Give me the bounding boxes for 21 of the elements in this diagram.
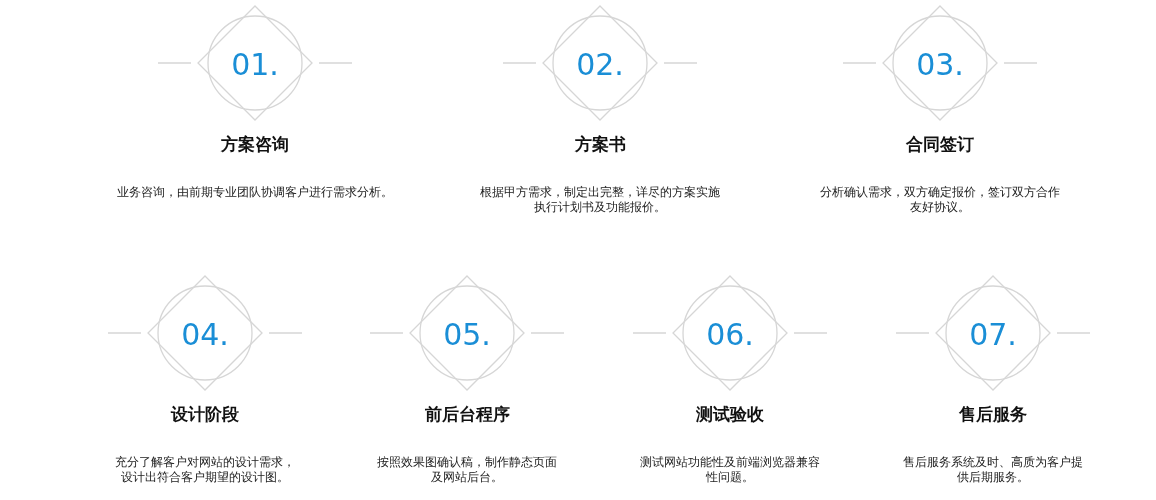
step-number: 06. [705, 316, 755, 354]
step-title: 合同签订 [905, 133, 975, 156]
step-title: 设计阶段 [169, 403, 240, 426]
step-description: 售后服务系统及时、高质为客户提供后期服务。 [902, 455, 1084, 485]
step-number: 04. [180, 316, 230, 354]
step-number: 01. [230, 46, 280, 84]
step-number: 05. [442, 316, 492, 354]
step-description: 按照效果图确认稿，制作静态页面及网站后台。 [376, 455, 558, 485]
step-title: 方案咨询 [220, 133, 290, 156]
step-description: 根据甲方需求，制定出完整，详尽的方案实施执行计划书及功能报价。 [479, 185, 721, 215]
step-description: 充分了解客户对网站的设计需求，设计出符合客户期望的设计图。 [114, 455, 296, 485]
step-title: 售后服务 [958, 403, 1028, 426]
step-title: 方案书 [573, 133, 627, 156]
step-title: 测试验收 [695, 403, 765, 426]
step-number: 02. [575, 46, 625, 84]
step-description: 业务咨询，由前期专业团队协调客户进行需求分析。 [116, 185, 394, 200]
step-number: 03. [915, 46, 965, 84]
step-title: 前后台程序 [423, 403, 511, 426]
step-description: 分析确认需求，双方确定报价，签订双方合作友好协议。 [819, 185, 1061, 215]
step-number: 07. [968, 316, 1018, 354]
step-description: 测试网站功能性及前端浏览器兼容性问题。 [639, 455, 821, 485]
